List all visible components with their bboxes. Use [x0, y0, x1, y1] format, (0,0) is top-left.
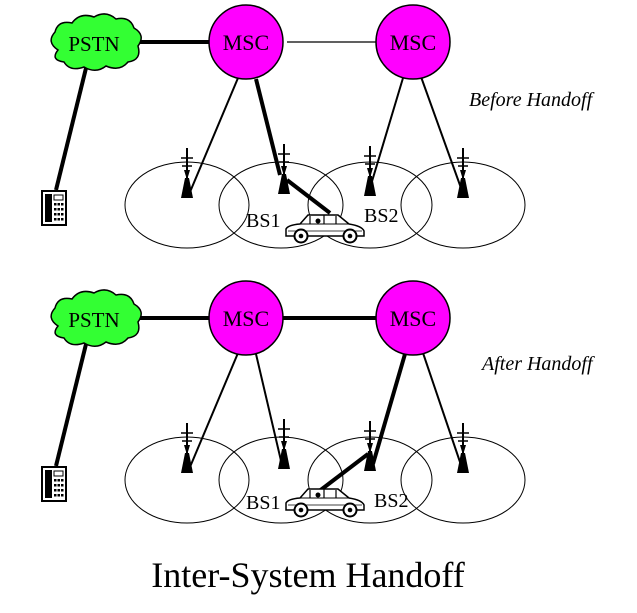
panel-before-handoff: PSTN MSC MSC BS1 BS2 Before Handoff [41, 4, 595, 249]
bs2-label: BS2 [374, 490, 408, 512]
cloud-icon [50, 13, 142, 71]
msc-node: MSC [208, 280, 284, 356]
tower-icon [180, 422, 194, 474]
msc-bs-link [254, 78, 282, 176]
msc-label: MSC [223, 306, 269, 331]
phone-pstn-link [54, 59, 90, 191]
msc-bs-link [255, 353, 283, 466]
tower-icon [180, 147, 194, 199]
msc-circle [208, 280, 284, 356]
phone-pstn-link [54, 335, 90, 467]
bs2-label: BS2 [364, 205, 398, 227]
msc-node: MSC [375, 4, 451, 80]
msc-bs-link [369, 77, 404, 189]
msc-label: MSC [223, 30, 269, 55]
msc-node: MSC [375, 280, 451, 356]
msc-label: MSC [390, 30, 436, 55]
pstn-node: PSTN [50, 13, 142, 71]
msc-label: MSC [390, 306, 436, 331]
radio-link [316, 452, 370, 494]
msc-bs-link [371, 353, 407, 465]
tower-icon [456, 422, 470, 474]
cloud-icon [50, 289, 142, 347]
bs1-label: BS1 [246, 210, 280, 232]
car-icon [285, 214, 365, 244]
tower-icon [456, 147, 470, 199]
msc-circle [375, 280, 451, 356]
msc-bs-link [189, 352, 239, 468]
msc-circle [375, 4, 451, 80]
bs1-label: BS1 [246, 492, 280, 514]
msc-bs-link [421, 349, 462, 466]
msc-bs-link [189, 77, 239, 193]
phone-icon [41, 190, 67, 226]
panel-caption: After Handoff [480, 353, 595, 375]
tower-icon [363, 420, 377, 472]
panel-caption: Before Handoff [469, 89, 595, 111]
car-icon [285, 488, 365, 518]
pstn-label: PSTN [68, 32, 119, 56]
msc-node: MSC [208, 4, 284, 80]
radio-link [285, 178, 332, 215]
msc-circle [208, 4, 284, 80]
links [54, 40, 462, 215]
panel-after-handoff: PSTN MSC MSC BS1 BS2 After Handoff [41, 280, 595, 524]
phone-icon [41, 466, 67, 502]
diagram-title: Inter-System Handoff [151, 555, 465, 595]
links [54, 316, 462, 494]
pstn-label: PSTN [68, 308, 119, 332]
msc-bs-link [419, 73, 462, 189]
tower-icon [277, 418, 291, 470]
pstn-node: PSTN [50, 289, 142, 347]
